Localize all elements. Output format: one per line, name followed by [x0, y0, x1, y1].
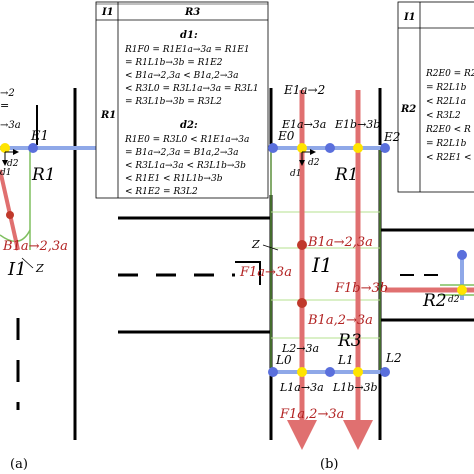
- stop-line: [235, 261, 261, 285]
- label-d2-b: d2: [308, 158, 320, 168]
- label-E1a2: E1a→2: [283, 83, 325, 97]
- d2-lines: R1E0 = R3L0 < R1E1a→3a = B1a→2,3a = B1a,2…: [124, 135, 249, 197]
- label-E1b3b: E1b→3b: [334, 118, 380, 131]
- table-row-label: R1: [100, 110, 116, 121]
- d2-title: d2:: [180, 120, 198, 131]
- conflict-node: [6, 211, 14, 219]
- right-line: < R2L1a: [426, 97, 466, 107]
- red-trajectory: [0, 169, 20, 251]
- label-eq: =: [0, 99, 9, 112]
- d2-line: = B1a→2,3a = B1a,2→3a: [125, 148, 239, 158]
- node-blue: [28, 143, 38, 153]
- d1-line: = R3L1b→3b = R3L2: [125, 97, 222, 107]
- label-d1-b: d1: [290, 169, 302, 179]
- d2-line: < R3L1a→3a < R3L1b→3b: [125, 161, 246, 171]
- label-L2a3a: L2→3a: [281, 342, 319, 355]
- panel-b: E1a→2 E1a→3a E0 E1b→3b E2 d2 d1 R1 B1a→2…: [118, 83, 474, 472]
- node-yellow: [0, 143, 10, 153]
- right-line: R2E0 < R: [425, 125, 471, 135]
- label-I1-b: I1: [311, 253, 333, 277]
- label-F1a3a: F1a→3a: [239, 265, 292, 280]
- label-E1a3a: E1a→3a: [281, 118, 326, 131]
- node-L1b: [353, 367, 363, 377]
- d2-line: < R1E2 = R3L2: [125, 187, 198, 197]
- d1-title: d1:: [180, 30, 198, 41]
- node-E1: [325, 143, 335, 153]
- right-line: < R3L2: [426, 111, 461, 121]
- label-R1-b: R1: [334, 165, 359, 185]
- node-E1a: [297, 143, 307, 153]
- conflict-point-1: [297, 240, 307, 250]
- caption-a: (a): [10, 457, 28, 472]
- table-header-col1: I1: [101, 7, 114, 18]
- d1-lines: R1F0 = R1E1a→3a = R1E1 = R1L1b→3b = R1E2 <…: [124, 45, 259, 107]
- label-d2-r: d2: [448, 295, 460, 305]
- right-row-label: R2: [400, 104, 416, 115]
- label-L1b3b: L1b→3b: [332, 381, 378, 394]
- label-L1: L1: [337, 353, 354, 367]
- right-line: < R2E1 <: [426, 153, 472, 163]
- label-E0: E0: [277, 129, 295, 143]
- node-L0: [268, 367, 278, 377]
- label-Z: Z: [35, 262, 44, 275]
- z-pointer: [21, 257, 34, 269]
- label-I1: I1: [7, 259, 27, 280]
- node-L1: [325, 367, 335, 377]
- label-top: →2: [0, 88, 15, 99]
- right-line: = R2L1b: [426, 139, 467, 149]
- panel-a: →2 = →3a E1 d2 d1 R1 B1a→2,3a I1 Z (a): [0, 88, 100, 472]
- d2-line: R1E0 = R3L0 < R1E1a→3a: [124, 135, 249, 145]
- table-header-col2: R3: [184, 7, 200, 18]
- label-L2: L2: [385, 351, 402, 365]
- z-pointer-b: [262, 244, 279, 251]
- right-header-col1: I1: [403, 12, 416, 23]
- table-border: [95, 1, 269, 199]
- label-R1: R1: [31, 165, 56, 185]
- label-E2: E2: [383, 130, 400, 144]
- label-R3: R3: [337, 331, 362, 351]
- table-right: I1 R2 R2E0 = R2= R2L1b< R2L1a< R3L2R2E0 …: [397, 1, 474, 193]
- d2-line: < R1E1 < R1L1b→3b: [125, 174, 223, 184]
- label-B2: B1a,2→3a: [307, 313, 373, 328]
- table-main: I1 R3 R1 d1: R1F0 = R1E1a→3a = R1E1 = R1L…: [95, 1, 269, 199]
- label-R2: R2: [422, 291, 447, 311]
- node-E2: [380, 143, 390, 153]
- label-L1a3a: L1a→3a: [279, 381, 324, 394]
- label-B: B1a→2,3a: [2, 239, 68, 254]
- label-F1b3b: F1b→3b: [334, 281, 388, 296]
- node-E1b: [353, 143, 363, 153]
- label-F1a23a: F1a,2→3a: [279, 407, 344, 422]
- node-L2: [380, 367, 390, 377]
- node-E0: [268, 143, 278, 153]
- label-B1: B1a→2,3a: [307, 235, 373, 250]
- label-d2: d2: [7, 159, 19, 169]
- label-E1: E1: [30, 129, 49, 144]
- label-d1: d1: [0, 168, 12, 178]
- d1-line: = R1L1b→3b = R1E2: [125, 58, 223, 68]
- right-line: = R2L1b: [426, 83, 467, 93]
- right-line: R2E0 = R2: [425, 69, 474, 79]
- d1-line: < R3L0 = R3L1a→3a = R3L1: [125, 84, 259, 94]
- conflict-point-2: [297, 298, 307, 308]
- d1-line: R1F0 = R1E1a→3a = R1E1: [124, 45, 250, 55]
- label-3a: →3a: [0, 120, 21, 131]
- label-Z-b: Z: [251, 238, 260, 251]
- label-L0: L0: [275, 353, 292, 367]
- node-L1a: [297, 367, 307, 377]
- d1-line: < B1a→2,3a < B1a,2→3a: [125, 71, 239, 81]
- caption-b: (b): [320, 457, 338, 472]
